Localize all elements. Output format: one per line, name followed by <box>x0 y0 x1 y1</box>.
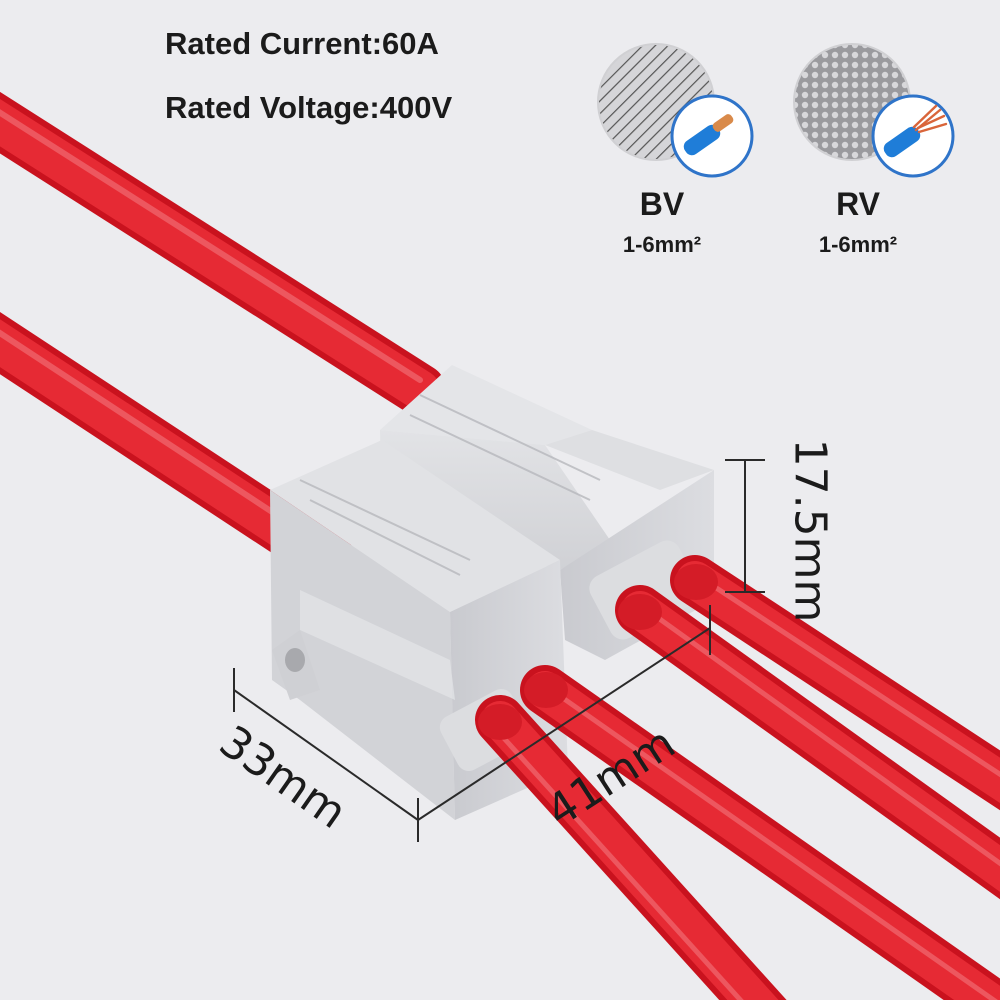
bv-wire-range: 1-6mm² <box>622 232 702 257</box>
wire-end <box>478 704 522 740</box>
rv-wire-name: RV <box>836 186 880 222</box>
rv-wire-range: 1-6mm² <box>818 232 898 257</box>
wire-end <box>618 594 662 630</box>
dimension-lines <box>233 459 765 842</box>
right-wires <box>475 555 1000 1000</box>
rated-voltage-label: Rated Voltage:400V <box>165 90 453 125</box>
solid-core-wire-icon <box>597 43 754 178</box>
height-dimension-label: 17.5mm <box>784 438 836 623</box>
bv-wire-name: BV <box>639 186 685 222</box>
rated-current-label: Rated Current:60A <box>165 26 439 61</box>
wire-end <box>674 564 718 600</box>
stranded-wire-icon <box>793 43 955 178</box>
wire-end <box>524 672 568 708</box>
